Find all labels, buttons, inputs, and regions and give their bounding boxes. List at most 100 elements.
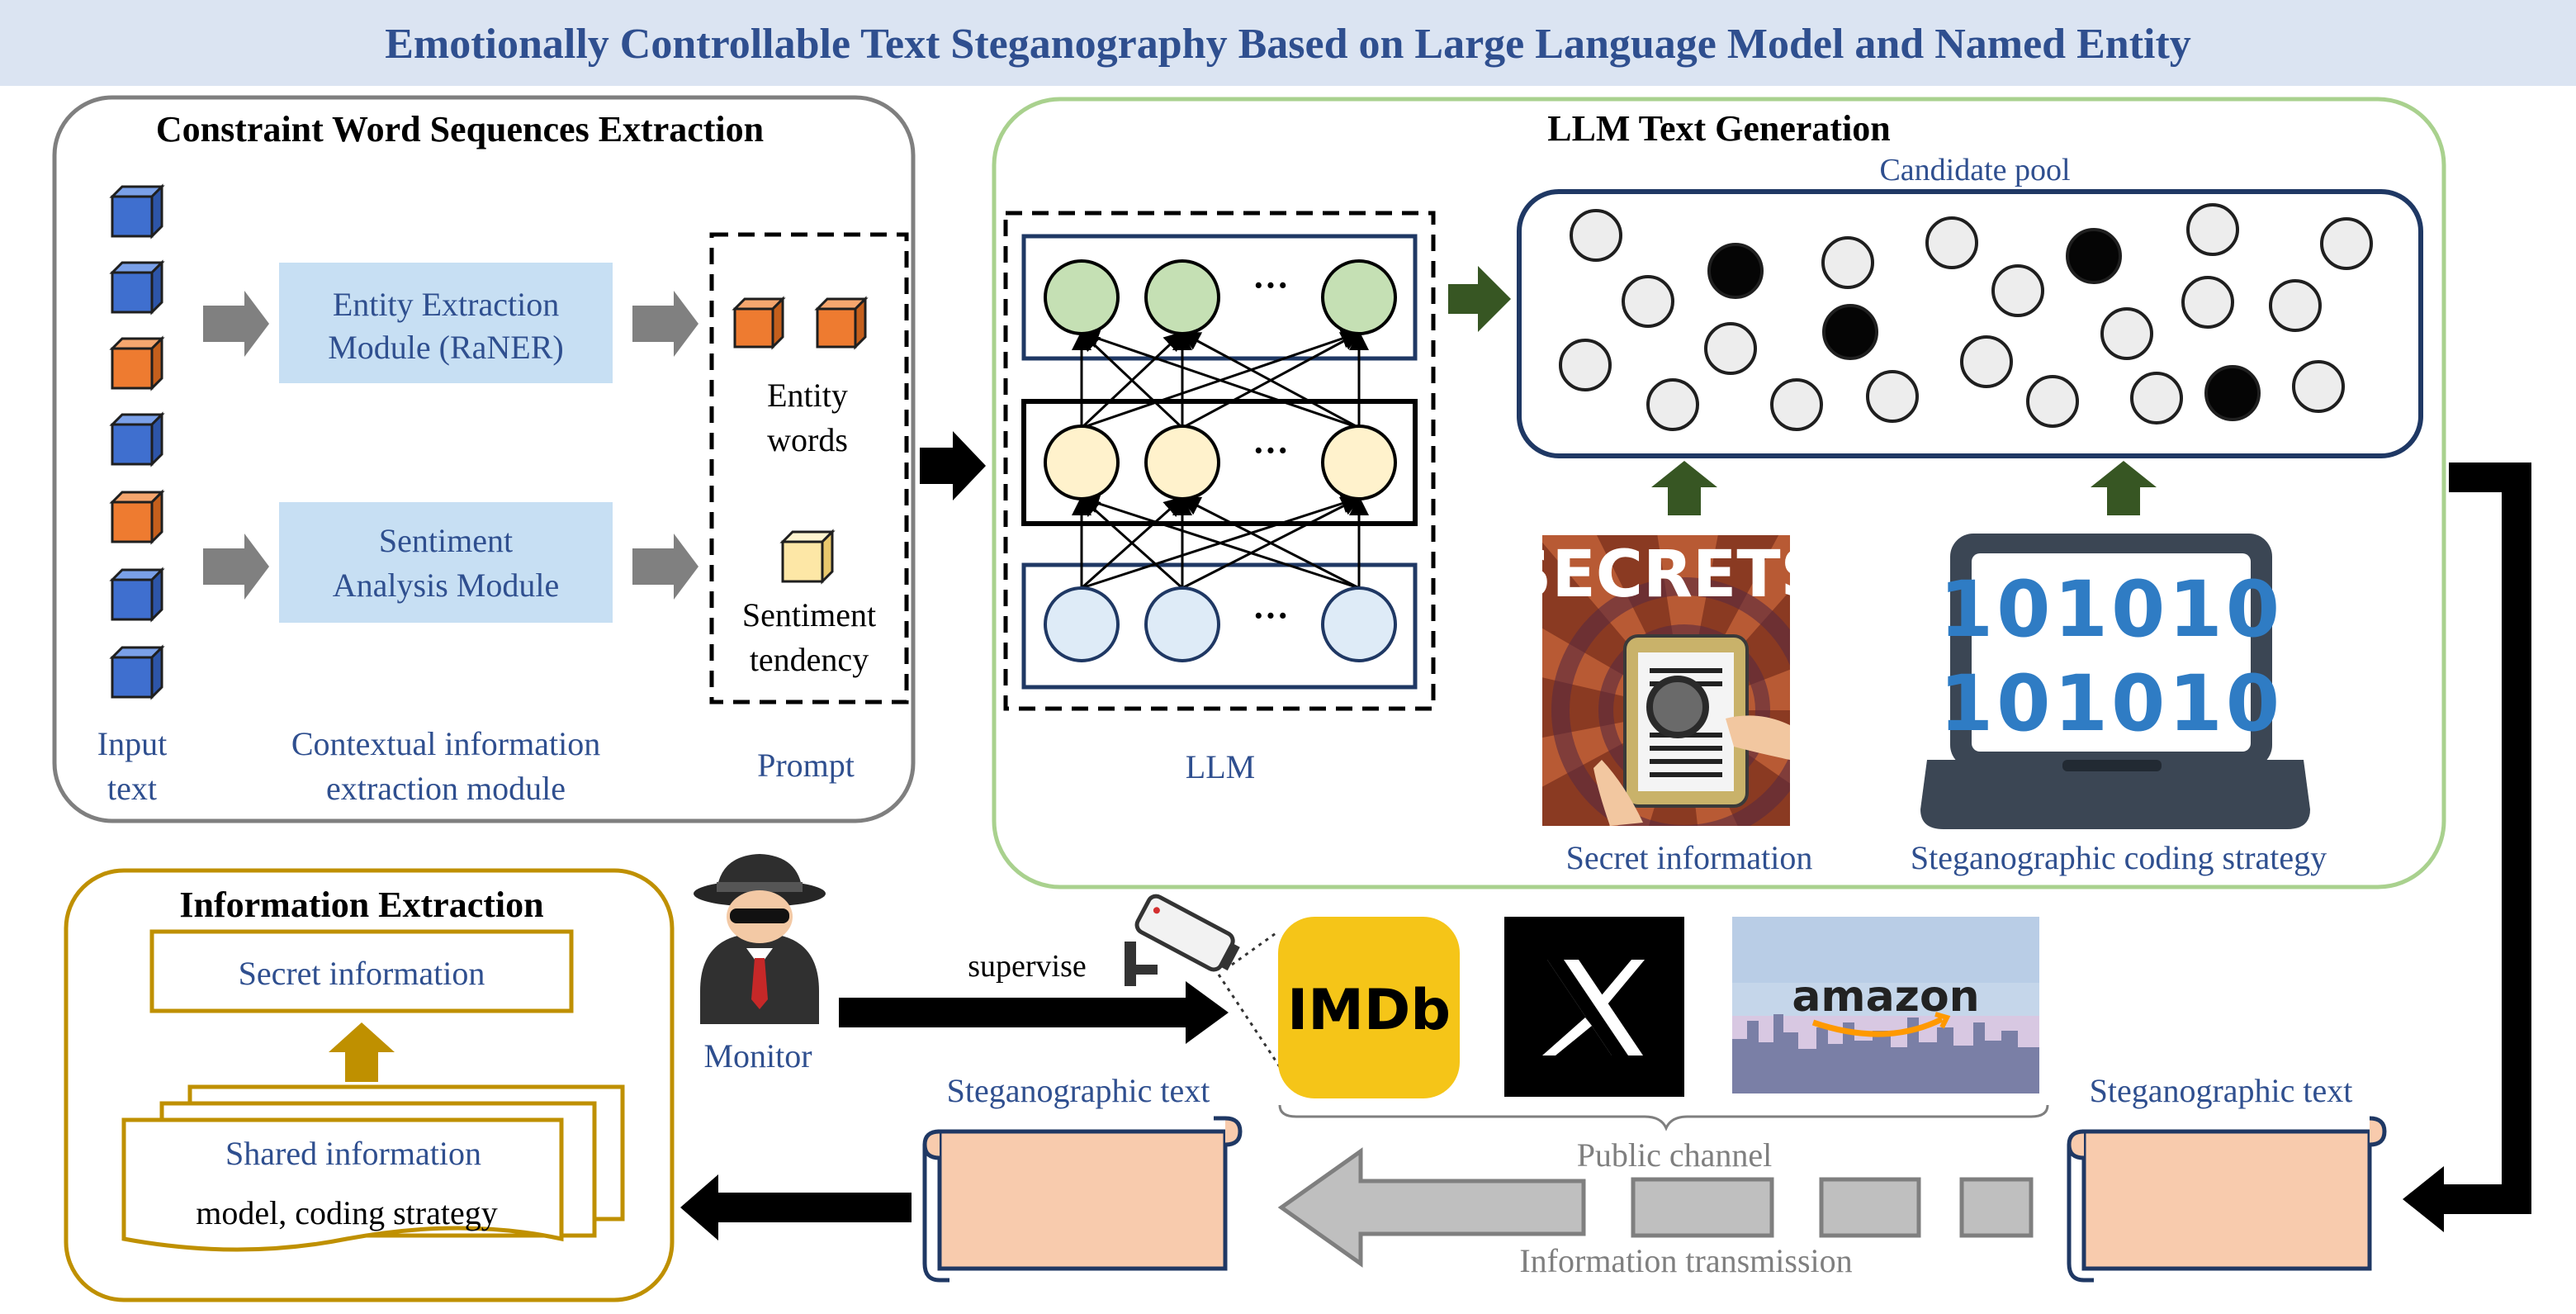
binary-line: 101010 (1939, 565, 2283, 655)
token-node (1570, 209, 1622, 262)
sentiment-module-line1: Sentiment (379, 522, 513, 559)
node-hidden (1044, 425, 1120, 500)
token-node-selected (2066, 228, 2122, 284)
arrow-left-icon (680, 1174, 912, 1240)
node-hidden (1321, 425, 1397, 500)
ellipsis: ··· (1252, 595, 1289, 636)
context-module-line2: extraction module (326, 770, 566, 807)
supervise-label: supervise (968, 949, 1087, 984)
sentiment-module-line2: Analysis Module (333, 567, 559, 604)
token-node (1991, 264, 2044, 317)
token-node-selected (2204, 365, 2261, 421)
context-module-line1: Contextual information (291, 725, 600, 762)
monitor-spy-icon (694, 854, 826, 1024)
arrow-right-icon (1448, 266, 1511, 332)
token-node (1646, 378, 1699, 431)
entity-module-line2: Module (RaNER) (328, 329, 564, 366)
cube-icon (109, 411, 165, 467)
secret-information-result: Secret information (239, 955, 485, 992)
page-title: Emotionally Controllable Text Steganogra… (385, 21, 2191, 68)
cube-icon (732, 296, 786, 350)
cube-icon (109, 259, 165, 315)
title-bar (0, 0, 2576, 86)
token-node (1770, 378, 1823, 431)
flow-connector-right (2403, 463, 2531, 1232)
generation-panel-title: LLM Text Generation (1547, 108, 1891, 149)
magnifier-icon (1646, 676, 1709, 738)
cube-icon (109, 567, 165, 623)
secrets-poster-text: SECRETS (1505, 538, 1826, 612)
channel-brace (1278, 1104, 2049, 1131)
imdb-logo-text: IMDb (1287, 978, 1451, 1043)
token-node (1704, 322, 1757, 375)
binary-line: 101010 (1939, 659, 2283, 749)
arrow-up-icon (329, 1022, 395, 1082)
sentiment-tendency-line1: Sentiment (742, 596, 876, 633)
candidate-pool-label: Candidate pool (1879, 153, 2070, 187)
arrow-right-icon (920, 431, 986, 500)
stego-text-right-label: Steganographic text (2090, 1072, 2353, 1109)
amazon-logo-text: amazon (1792, 972, 1979, 1022)
node-input (1144, 586, 1220, 662)
token-node-selected (1707, 243, 1764, 299)
token-node (1866, 370, 1919, 423)
node-input (1321, 586, 1397, 662)
sentiment-tendency-line2: tendency (750, 641, 869, 678)
cube-icon (814, 296, 869, 350)
llm-hidden-layer (1021, 399, 1418, 526)
token-node-selected (1822, 304, 1878, 360)
llm-box (1003, 211, 1436, 711)
information-transmission-label: Information transmission (1519, 1242, 1852, 1279)
node-input (1044, 586, 1120, 662)
llm-nodes (1044, 259, 1397, 662)
arrow-right-icon (203, 291, 269, 357)
monitor-label: Monitor (703, 1037, 812, 1074)
token-node (2100, 307, 2153, 360)
llm-input-layer (1021, 562, 1418, 690)
sentiment-analysis-module (279, 502, 613, 623)
input-text-line1: Input (97, 725, 167, 762)
candidate-tokens (1559, 203, 2373, 431)
cube-icon (109, 489, 165, 545)
stego-scroll-right (2067, 1116, 2387, 1283)
secrets-poster-icon: SECRETS (1505, 535, 1827, 826)
input-text-line2: text (107, 770, 157, 807)
node-output (1144, 259, 1220, 335)
llm-label: LLM (1186, 748, 1255, 785)
token-node (2181, 276, 2234, 329)
document-stack-front (121, 1117, 564, 1252)
llm-connections (1072, 329, 1369, 590)
shared-information-label: Shared information (225, 1135, 481, 1172)
x-logo-icon (1504, 917, 1684, 1097)
arrow-right-icon (632, 291, 698, 357)
shared-detail-label: model, coding strategy (196, 1194, 497, 1231)
token-node (2269, 279, 2322, 332)
token-node (1821, 236, 1874, 289)
ellipsis: ··· (1252, 265, 1289, 306)
node-hidden (1144, 425, 1220, 500)
supervise-arrow (839, 981, 1229, 1044)
stego-scroll-left (922, 1116, 1243, 1283)
info-extraction-title: Information Extraction (179, 885, 543, 925)
amazon-logo-icon: amazon (1732, 917, 2039, 1093)
arrow-right-icon (632, 534, 698, 600)
cube-icon (779, 529, 836, 585)
cube-icon (109, 183, 165, 240)
secret-information-box (149, 929, 574, 1013)
arrow-left-icon (2403, 1166, 2444, 1232)
arrow-up-icon (2091, 461, 2157, 515)
stego-text-left-label: Steganographic text (947, 1072, 1210, 1109)
prompt-box (709, 232, 909, 704)
ellipsis: ··· (1252, 430, 1289, 471)
cube-icon (109, 335, 165, 391)
entity-words-line2: words (767, 421, 848, 458)
imdb-logo-icon: IMDb (1278, 917, 1460, 1098)
arrow-right-icon (203, 534, 269, 600)
camera-view-line (1231, 930, 1279, 966)
coding-strategy-label: Steganographic coding strategy (1911, 839, 2327, 876)
entity-module-line1: Entity Extraction (333, 286, 559, 323)
token-node (2320, 217, 2373, 270)
arrow-up-icon (1651, 461, 1717, 515)
camera-view-line (1217, 974, 1295, 1088)
